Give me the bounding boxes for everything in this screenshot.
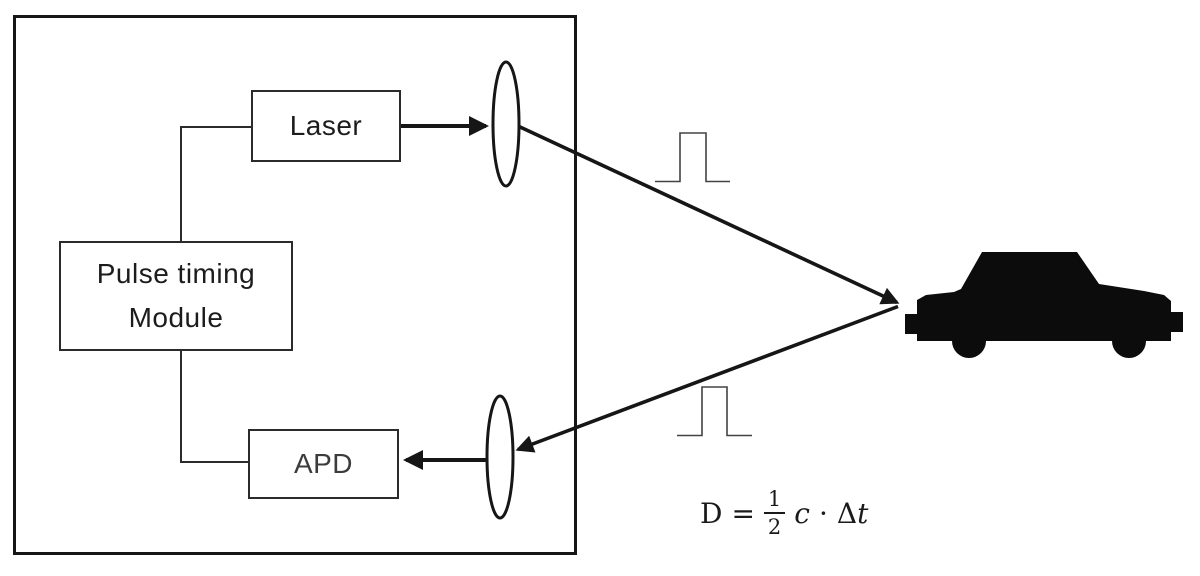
pulse-timing-module-box: Pulse timing Module [59, 241, 293, 351]
formula-numerator: 1 [763, 487, 786, 515]
distance-formula: D = 1 2 c · Δ t [700, 487, 868, 539]
return-pulse-icon [677, 386, 752, 437]
pulse-timing-label-line1: Pulse timing [96, 258, 256, 289]
formula-fraction: 1 2 [763, 487, 786, 540]
apd-label: APD [293, 448, 354, 479]
outgoing-pulse-icon [655, 132, 730, 183]
laser-label: Laser [289, 110, 363, 141]
car-icon [905, 252, 1183, 358]
pulse-timing-label-line2: Module [128, 302, 224, 333]
formula-equals: = [731, 496, 755, 530]
formula-delta: Δ [836, 496, 858, 530]
apd-box: APD [248, 429, 399, 499]
formula-lhs: D [700, 496, 723, 530]
formula-dot: · [818, 496, 828, 530]
formula-speed-of-light: c [794, 496, 810, 530]
formula-delta-t: Δ t [837, 497, 869, 530]
formula-denominator: 2 [767, 515, 782, 540]
formula-time: t [857, 496, 869, 530]
laser-box: Laser [251, 90, 401, 162]
